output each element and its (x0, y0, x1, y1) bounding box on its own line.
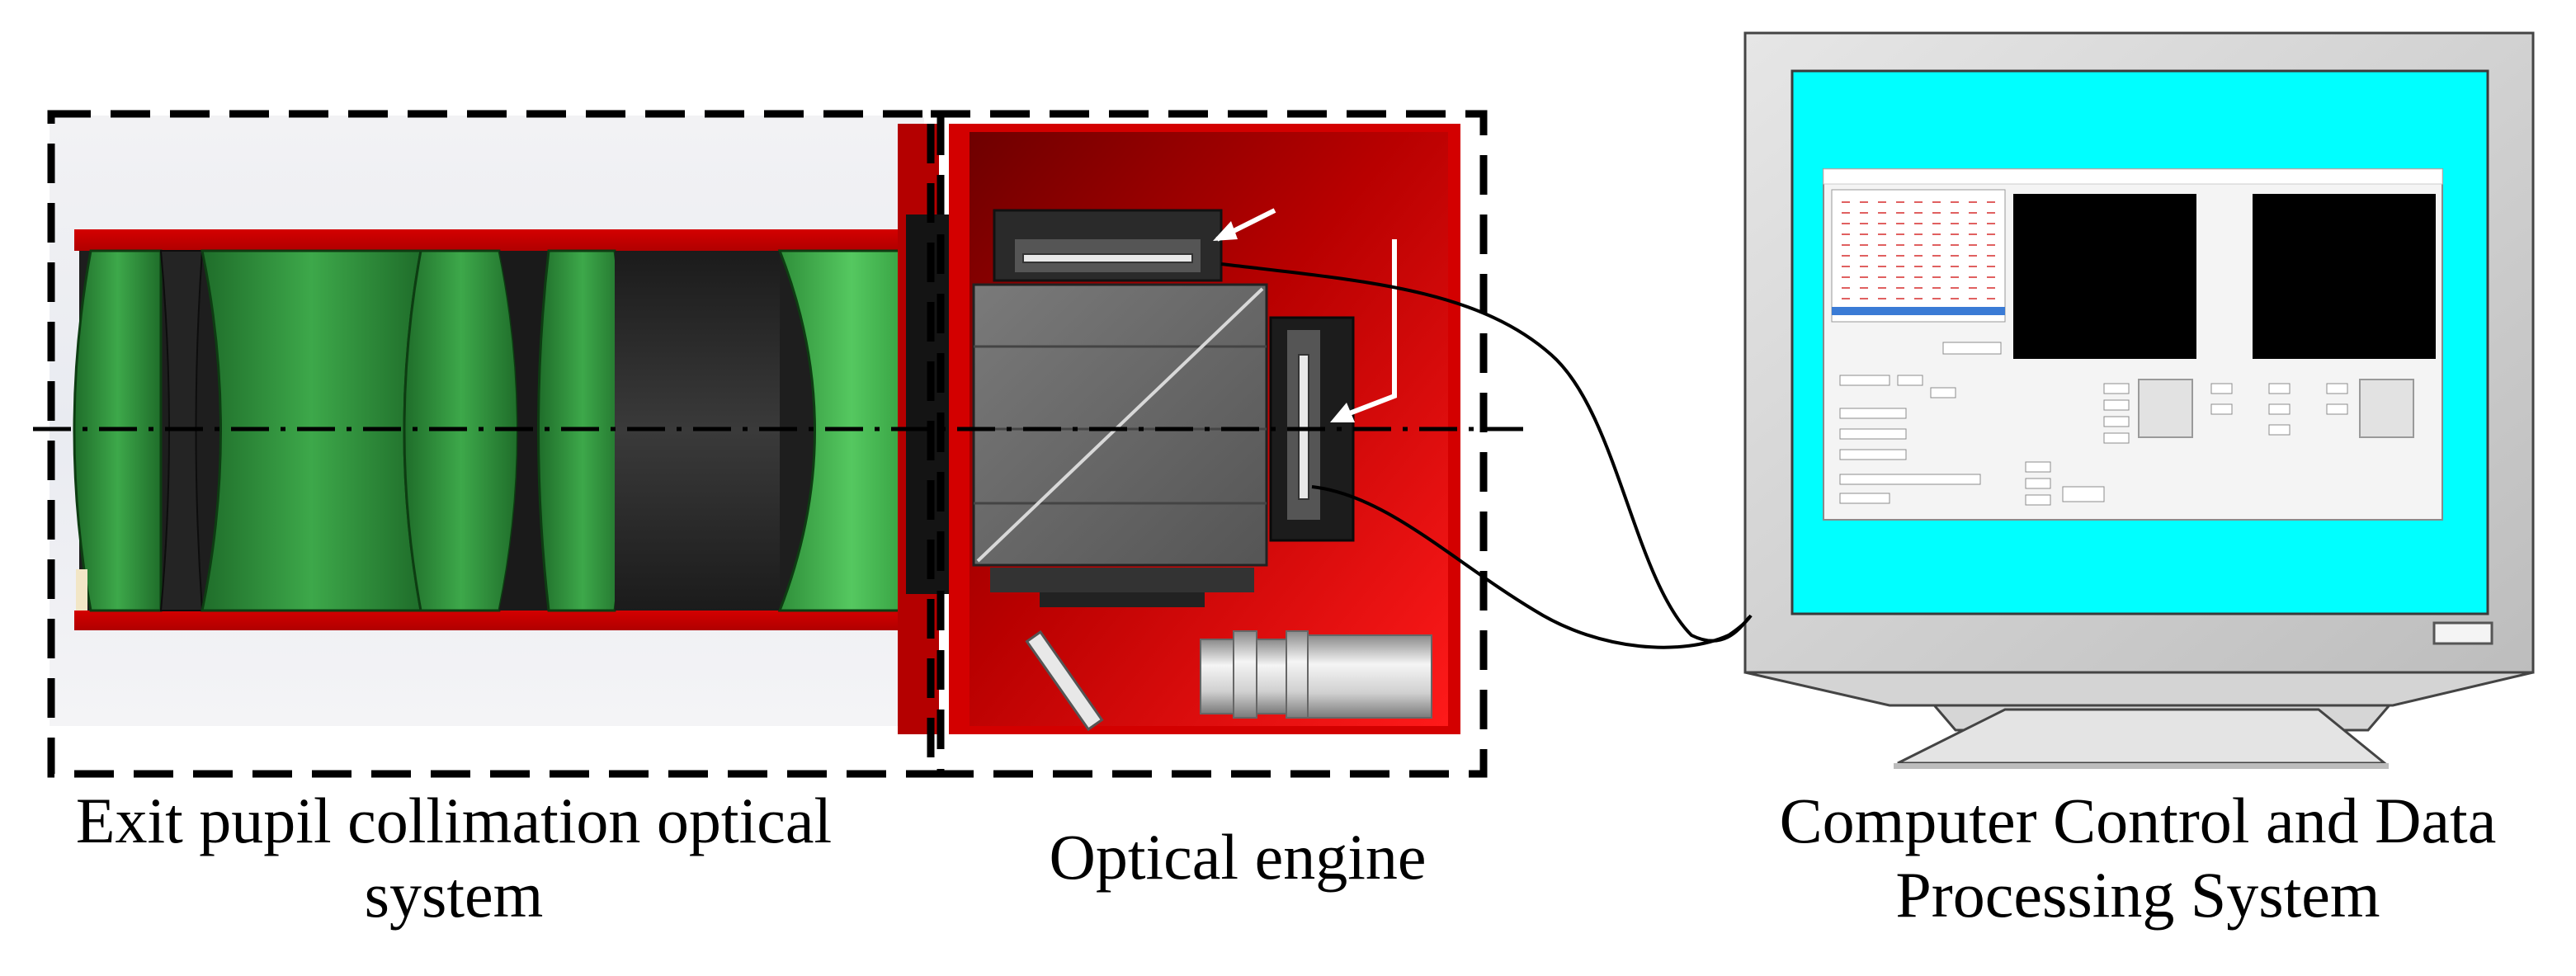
image-panel-right (2253, 194, 2436, 359)
label-optical-engine: Optical engine (949, 820, 1526, 894)
prism-base-foot (1040, 592, 1205, 607)
app-button-2 (2359, 379, 2414, 438)
illumination-lens-group (1200, 630, 1432, 719)
control-widgets (1839, 342, 2348, 506)
monitor-stand-edge (1894, 763, 2389, 769)
label-optical-engine-text: Optical engine (1049, 821, 1427, 893)
prism-base (990, 568, 1254, 592)
table-selected-row (1832, 307, 2005, 315)
housing-top-rail (74, 229, 908, 251)
image-panel-left (2013, 194, 2196, 359)
label-computer-line2: Processing System (1895, 859, 2380, 931)
collimation-optics (50, 116, 924, 726)
arrow-right-head (1330, 403, 1355, 422)
label-exit-pupil: Exit pupil collimation optical system (0, 784, 908, 933)
top-display-chip (1022, 253, 1193, 263)
monitor-bottom-bevel (1744, 671, 2534, 707)
computer-monitor (1743, 31, 2535, 769)
label-computer-line1: Computer Control and Data (1779, 785, 2497, 856)
prism-diagonal (976, 287, 1264, 563)
software-window (1823, 168, 2443, 521)
arrow-top-head (1213, 221, 1238, 241)
label-exit-pupil-line2: system (364, 859, 544, 931)
housing-bottom-rail (74, 611, 908, 630)
lens-edge-highlight (76, 569, 87, 611)
fold-mirror (1025, 629, 1104, 732)
power-button (2432, 621, 2493, 645)
arrow-right-chip (1339, 239, 1397, 419)
cable-top-chip (1220, 262, 1751, 643)
app-button-1 (2138, 379, 2193, 438)
app-titlebar (1823, 168, 2443, 185)
label-exit-pupil-line1: Exit pupil collimation optical (75, 785, 833, 856)
optical-engine-boundary (927, 110, 1488, 778)
table-rows (1842, 201, 1997, 299)
exit-pupil-boundary (47, 110, 945, 778)
cable-right-chip (1311, 485, 1753, 649)
label-computer-system: Computer Control and Data Processing Sys… (1700, 784, 2576, 933)
